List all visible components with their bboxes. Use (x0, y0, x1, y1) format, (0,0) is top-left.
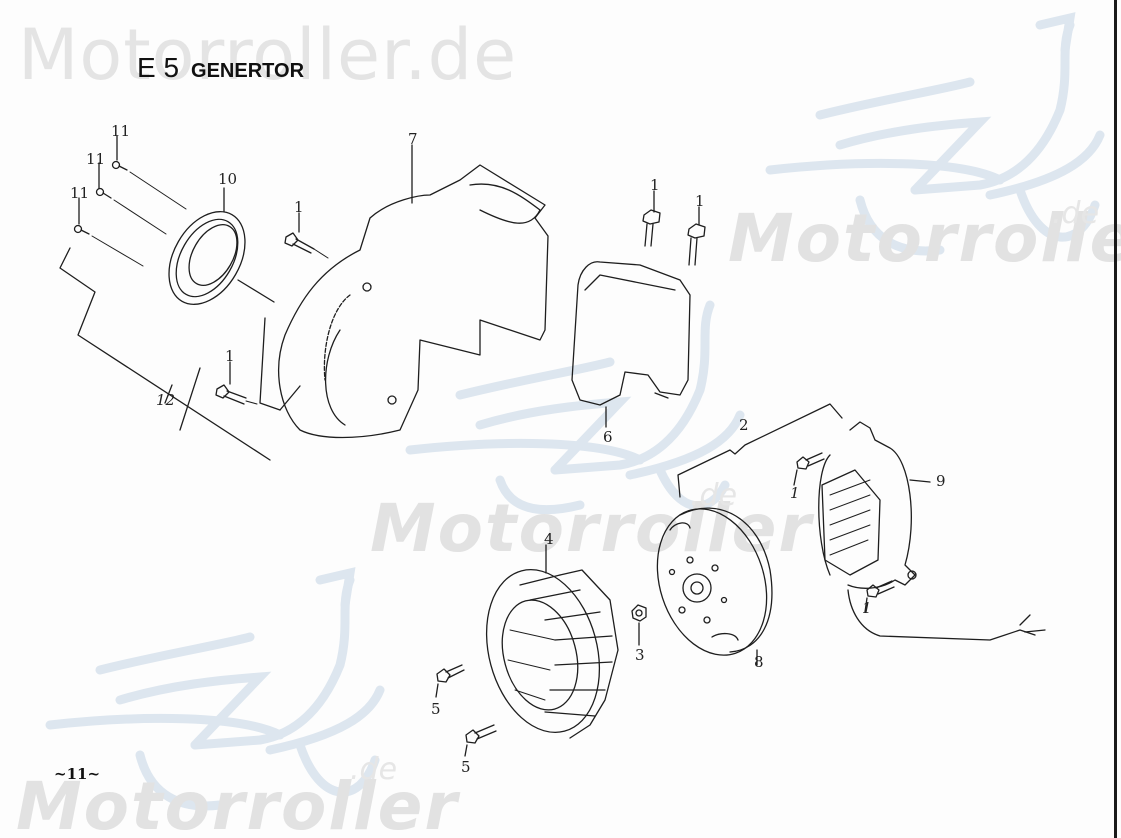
watermark-logo-suffix: .de (690, 478, 738, 513)
starter-cover-ring-icon (168, 187, 275, 305)
watermark-logo-text: Motorroller (370, 490, 813, 567)
scan-edge-line (1114, 0, 1117, 838)
screw-11-icon (73, 135, 187, 267)
bolt-1-icon (864, 580, 895, 613)
bolt-1-icon (642, 190, 661, 247)
assembly-bracket-2 (677, 403, 843, 498)
callout-part-11: 11 (111, 122, 131, 140)
callout-part-1: 1 (862, 599, 872, 617)
section-code: E 5 (137, 52, 180, 83)
watermark-logo-suffix: .de (1052, 196, 1100, 231)
cooling-fan-4-icon (485, 544, 619, 739)
callout-part-11: 11 (86, 150, 106, 168)
watermark-logo-text: Motorroller (16, 768, 459, 838)
fan-shroud-7-icon (278, 144, 549, 439)
watermark-logo-text: Motorroller (728, 200, 1121, 277)
page-title: E 5 GENERTOR (137, 52, 304, 84)
bolt-5-icon (464, 724, 497, 757)
bolt-1-icon (793, 452, 825, 486)
watermark-scooter-icon (405, 300, 745, 515)
bolt-1-icon (284, 212, 329, 259)
watermark-scooter-icon (765, 12, 1105, 256)
bolt-5-icon (435, 664, 465, 698)
callout-part-9: 9 (936, 472, 946, 490)
callout-part-5: 5 (461, 758, 471, 776)
callout-part-4: 4 (544, 530, 554, 548)
cover-6-icon (571, 261, 691, 428)
callout-part-1: 1 (294, 198, 304, 216)
callout-part-1: 1 (225, 347, 235, 365)
callout-part-1: 1 (695, 192, 705, 210)
callout-part-10: 10 (218, 170, 238, 188)
callout-part-1: 1 (790, 484, 800, 502)
bolt-1-icon (687, 206, 706, 266)
watermark-top-text: Motorroller.de (18, 14, 518, 96)
callout-part-3: 3 (635, 646, 645, 664)
nut-3-icon (631, 604, 647, 646)
callout-part-7: 7 (408, 130, 418, 148)
watermark-logo-suffix: .de (350, 752, 398, 787)
callout-part-6: 6 (603, 428, 613, 446)
callout-part-12: 12 (156, 391, 176, 409)
callout-part-8: 8 (754, 653, 764, 671)
callout-part-5: 5 (431, 700, 441, 718)
page-number: ~11~ (54, 765, 101, 783)
callout-part-2: 2 (739, 416, 749, 434)
callout-part-11: 11 (70, 184, 90, 202)
callout-part-1: 1 (650, 176, 660, 194)
assembly-bracket-12 (59, 247, 301, 461)
watermark-scooter-icon (45, 567, 385, 811)
stator-9-icon (818, 421, 1046, 641)
section-title: GENERTOR (191, 60, 305, 82)
bolt-1-icon (215, 361, 258, 405)
flywheel-rotor-8-icon (656, 507, 773, 666)
